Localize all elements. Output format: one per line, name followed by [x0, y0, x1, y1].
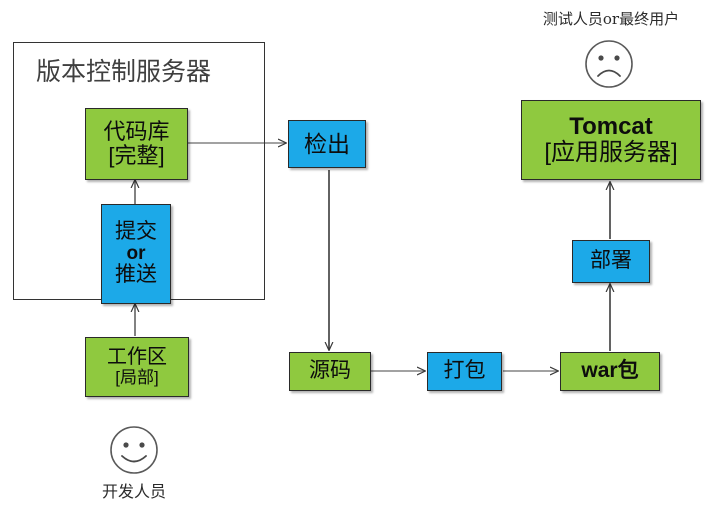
actor-tester-enduser-label: 测试人员or最终用户	[542, 10, 680, 28]
node-deploy-label: 部署	[590, 249, 632, 273]
node-package[interactable]: 打包	[427, 352, 502, 391]
node-workspace[interactable]: 工作区 [局部]	[85, 337, 189, 397]
node-deploy[interactable]: 部署	[572, 240, 650, 283]
node-commit-line2: or	[126, 242, 146, 264]
node-checkout[interactable]: 检出	[288, 120, 366, 168]
node-tomcat-line2: [应用服务器]	[544, 139, 678, 166]
node-tomcat[interactable]: Tomcat [应用服务器]	[521, 100, 701, 180]
node-commit-or-push[interactable]: 提交 or 推送	[101, 204, 171, 304]
version-control-server-title: 版本控制服务器	[36, 57, 212, 86]
node-repository-line1: 代码库	[103, 119, 170, 145]
node-workspace-line1: 工作区	[107, 346, 167, 369]
node-tomcat-line1: Tomcat	[569, 113, 653, 141]
smiley-sad-icon	[585, 40, 633, 88]
node-workspace-line2: [局部]	[115, 367, 159, 387]
node-commit-line1: 提交	[115, 220, 157, 244]
smiley-happy-icon	[110, 426, 158, 474]
node-commit-line3: 推送	[115, 263, 157, 287]
node-source-code[interactable]: 源码	[289, 352, 371, 391]
node-repository-line2: [完整]	[108, 143, 165, 168]
node-package-label: 打包	[443, 359, 486, 383]
node-checkout-label: 检出	[304, 130, 350, 157]
node-war-package[interactable]: war包	[560, 352, 660, 391]
node-source-code-label: 源码	[309, 359, 351, 383]
actor-developer-label: 开发人员	[101, 482, 166, 501]
node-war-package-label: war包	[581, 359, 639, 383]
node-repository[interactable]: 代码库 [完整]	[85, 108, 188, 180]
